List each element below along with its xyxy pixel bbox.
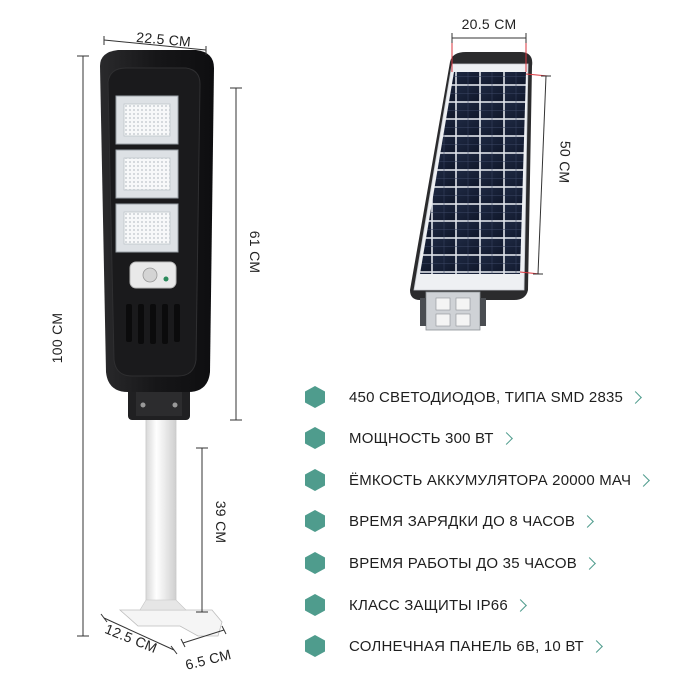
feature-text: МОЩНОСТЬ 300 ВТ <box>349 429 494 447</box>
feature-text: 450 СВЕТОДИОДОВ, ТИПА SMD 2835 <box>349 388 624 406</box>
hexagon-bullet-icon <box>305 427 325 449</box>
hexagon-bullet-icon <box>305 594 325 616</box>
feature-text: СОЛНЕЧНАЯ ПАНЕЛЬ 6В, 10 ВТ <box>349 637 584 655</box>
feature-text: КЛАСС ЗАЩИТЫ IP66 <box>349 596 508 614</box>
led-module-2 <box>115 149 179 199</box>
dimension-label: 61 СМ <box>247 231 263 274</box>
chevron-right-icon[interactable] <box>581 514 594 528</box>
hexagon-bullet-icon <box>305 386 325 408</box>
street-lamp: 22.5 СМ 100 СМ 61 СМ 39 СМ 12.5 <box>49 29 263 673</box>
led-module-1 <box>115 95 179 145</box>
hexagon-bullet-icon <box>305 469 325 491</box>
feature-text: ВРЕМЯ РАБОТЫ ДО 35 ЧАСОВ <box>349 554 577 572</box>
feature-text: ЁМКОСТЬ АККУМУЛЯТОРА 20000 МАЧ <box>349 471 632 489</box>
cooling-fins <box>126 304 180 344</box>
chevron-right-icon[interactable] <box>499 431 513 445</box>
dimension-pole-height: 39 СМ <box>196 447 229 613</box>
dimension-panel-height: 50 СМ <box>519 73 574 275</box>
feature-item[interactable]: МОЩНОСТЬ 300 ВТ <box>305 426 513 450</box>
feature-item[interactable]: ВРЕМЯ РАБОТЫ ДО 35 ЧАСОВ <box>305 551 596 575</box>
dimension-label: 6.5 СМ <box>184 646 233 673</box>
hexagon-bullet-icon <box>305 510 325 532</box>
panel-mount <box>420 291 486 331</box>
chevron-right-icon[interactable] <box>590 639 603 653</box>
chevron-right-icon[interactable] <box>629 390 642 404</box>
chevron-right-icon[interactable] <box>514 598 527 612</box>
solar-cells <box>420 72 526 274</box>
solar-panel-view: 20.5 СМ 50 СМ <box>410 16 574 331</box>
dimension-lamp-width: 22.5 СМ <box>103 29 207 55</box>
lamp-pole <box>145 404 177 616</box>
dimension-label: 39 СМ <box>213 501 229 544</box>
hexagon-bullet-icon <box>305 635 325 657</box>
dimension-label: 22.5 СМ <box>136 29 192 50</box>
feature-item[interactable]: КЛАСС ЗАЩИТЫ IP66 <box>305 593 527 617</box>
feature-item[interactable]: СОЛНЕЧНАЯ ПАНЕЛЬ 6В, 10 ВТ <box>305 634 603 658</box>
dimension-lamp-height: 61 СМ <box>230 87 263 421</box>
dimension-label: 50 СМ <box>556 141 573 184</box>
feature-item[interactable]: ЁМКОСТЬ АККУМУЛЯТОРА 20000 МАЧ <box>305 468 651 492</box>
dimension-label: 100 СМ <box>49 313 65 364</box>
dimension-panel-width: 20.5 СМ <box>451 16 527 72</box>
feature-item[interactable]: 450 СВЕТОДИОДОВ, ТИПА SMD 2835 <box>305 385 642 409</box>
hexagon-bullet-icon <box>305 552 325 574</box>
chevron-right-icon[interactable] <box>637 473 651 487</box>
led-module-3 <box>115 203 179 253</box>
chevron-right-icon[interactable] <box>583 556 596 570</box>
feature-item[interactable]: ВРЕМЯ ЗАРЯДКИ ДО 8 ЧАСОВ <box>305 509 594 533</box>
dimension-total-height: 100 СМ <box>49 55 89 637</box>
dimension-label: 20.5 СМ <box>462 16 517 32</box>
lamp-bracket-base <box>118 609 223 637</box>
feature-text: ВРЕМЯ ЗАРЯДКИ ДО 8 ЧАСОВ <box>349 512 576 530</box>
